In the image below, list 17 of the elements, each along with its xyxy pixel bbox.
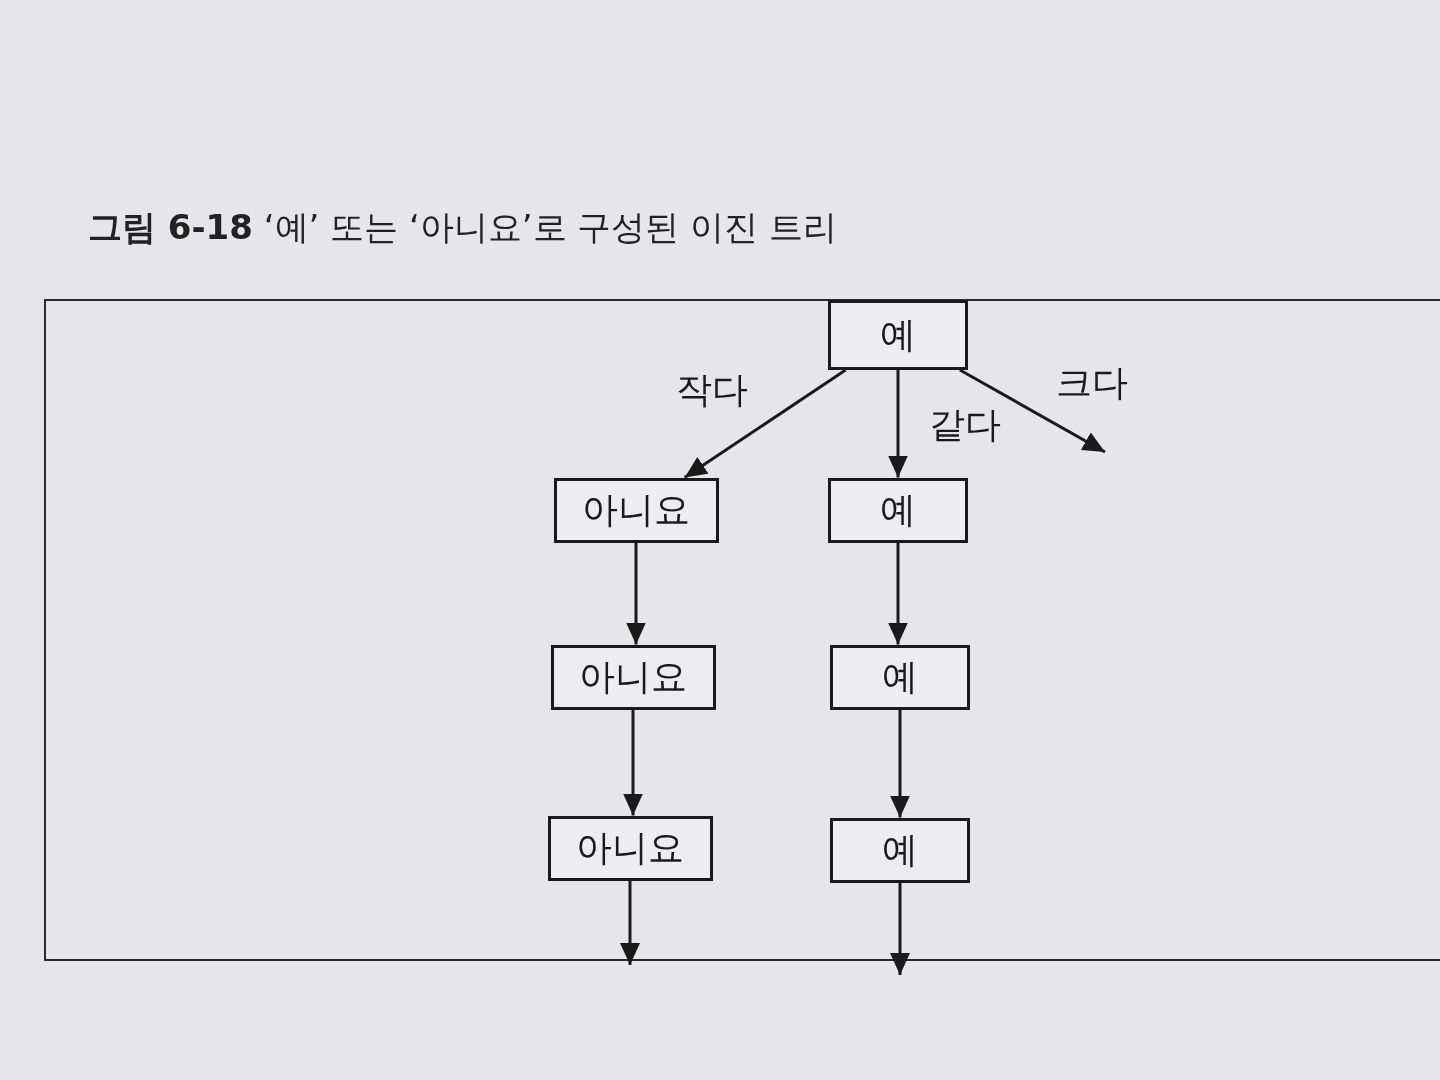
arrow — [888, 370, 908, 478]
answer-box: 아니요 — [547, 815, 713, 881]
answer-box: 예 — [830, 644, 970, 710]
arrow — [959, 368, 1106, 454]
answer-box: 아니요 — [553, 477, 719, 543]
answer-box: 예 — [830, 817, 970, 883]
answer-box: 아니요 — [550, 644, 716, 710]
answer-box: 예 — [828, 477, 968, 543]
arrow — [623, 709, 643, 816]
arrow — [626, 542, 646, 645]
arrow — [890, 709, 910, 818]
arrow — [888, 542, 908, 645]
figure-title: 그림 6-18 ‘예’ 또는 ‘아니요’로 구성된 이진 트리 — [88, 206, 837, 249]
arrow — [890, 882, 910, 975]
answer-box: 예 — [828, 300, 968, 370]
arrow — [620, 880, 640, 965]
arrow — [683, 368, 847, 479]
